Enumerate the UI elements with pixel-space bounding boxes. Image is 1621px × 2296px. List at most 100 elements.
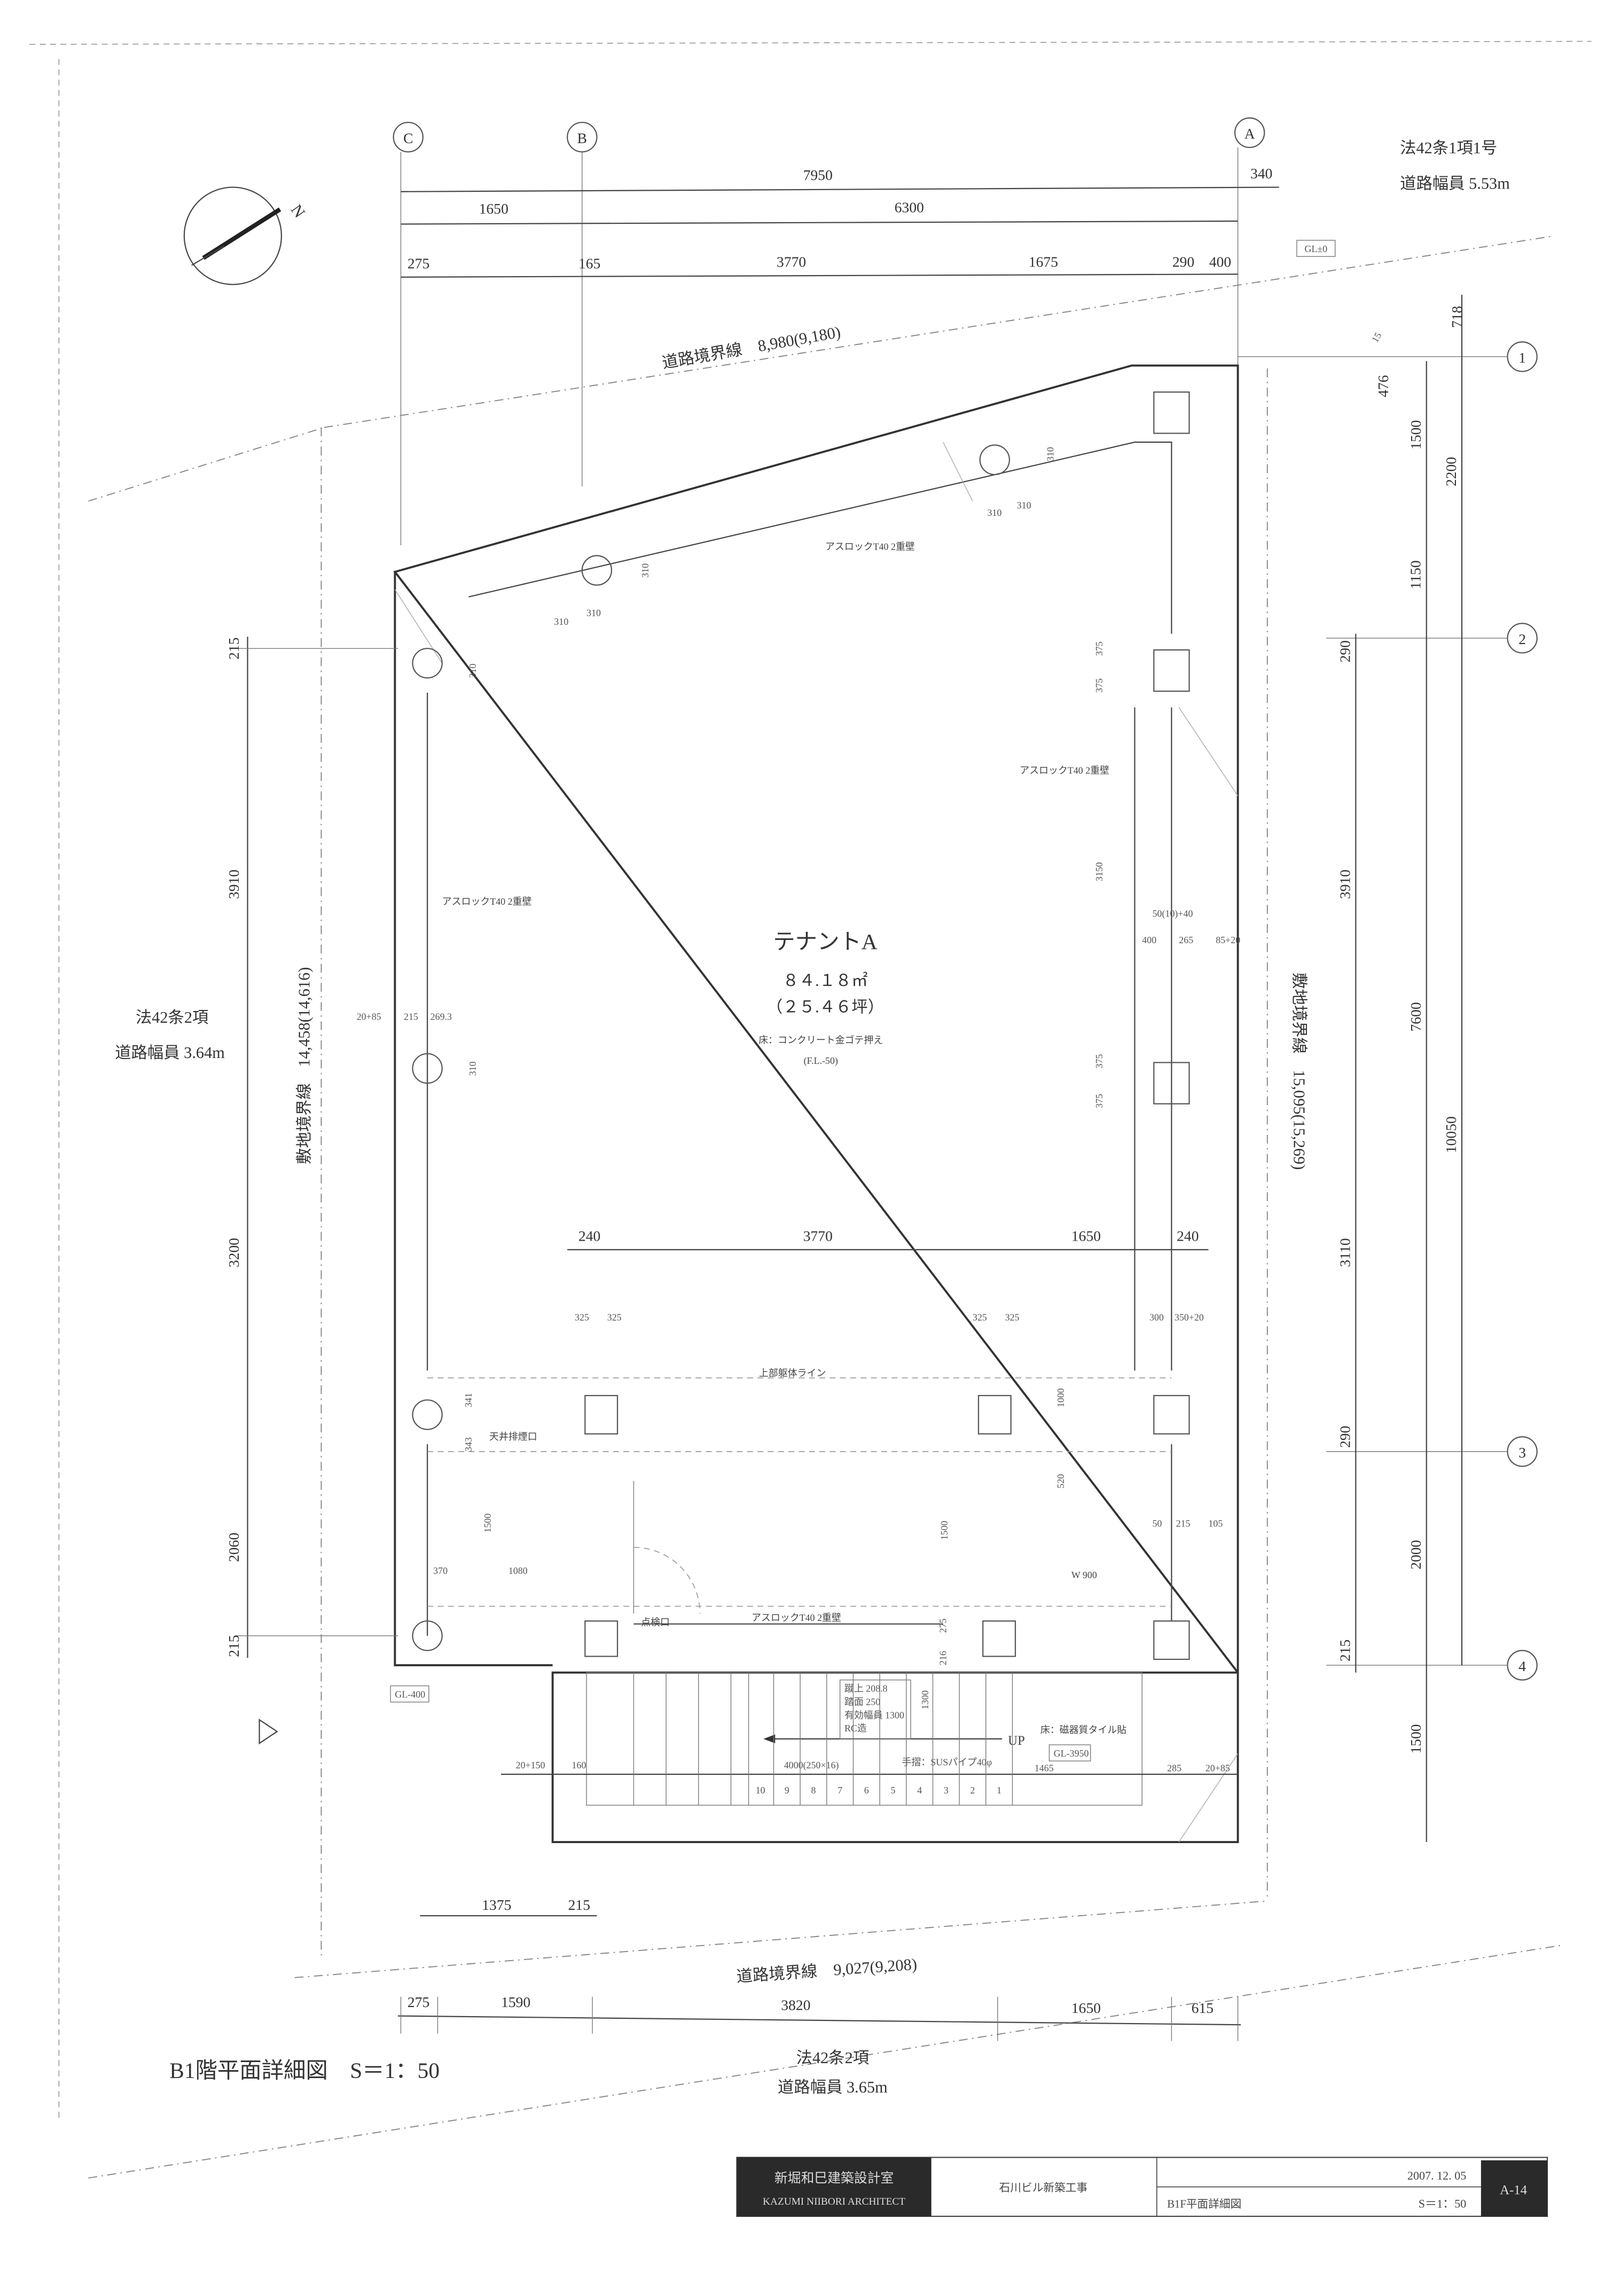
svg-text:3: 3 [944, 1785, 949, 1796]
svg-text:20+85: 20+85 [1205, 1763, 1230, 1774]
dimensions-top: 7950 340 1650 6300 275 165 3770 1675 290… [401, 165, 1279, 278]
svg-text:50: 50 [1153, 1518, 1162, 1529]
dimensions-bottom: 1375 215 275 1590 3820 1650 615 [397, 1897, 1241, 2041]
svg-text:6: 6 [864, 1785, 869, 1796]
svg-text:3: 3 [1518, 1444, 1526, 1461]
svg-text:615: 615 [1192, 2000, 1213, 2016]
svg-text:3110: 3110 [1336, 1238, 1353, 1267]
dimensions-mid: 240 3770 1650 240 [567, 1227, 1209, 1250]
svg-text:3820: 3820 [781, 1997, 810, 2013]
svg-text:165: 165 [578, 255, 600, 271]
dimensions-detail: 310 310 310 310 310 310 310 310 375 375 … [357, 447, 1240, 1775]
grid-columns: C B A [393, 117, 1265, 546]
svg-text:50(10)+40: 50(10)+40 [1153, 908, 1193, 919]
svg-text:1675: 1675 [1029, 254, 1058, 270]
road-width-top: 道路幅員 5.53m [1400, 174, 1510, 192]
svg-text:10050: 10050 [1443, 1116, 1459, 1153]
svg-text:265: 265 [1179, 935, 1193, 945]
svg-text:5: 5 [891, 1785, 896, 1796]
svg-text:375: 375 [1094, 1094, 1105, 1108]
grid-label-a: A [1244, 126, 1255, 142]
svg-text:341: 341 [463, 1393, 474, 1407]
svg-text:1375: 1375 [482, 1897, 511, 1913]
svg-text:216: 216 [937, 1651, 948, 1665]
room-area: ８４.１８㎡ [782, 971, 867, 990]
svg-text:1000: 1000 [1055, 1388, 1066, 1407]
svg-text:285: 285 [1167, 1763, 1181, 1774]
svg-text:3910: 3910 [225, 869, 242, 899]
svg-text:105: 105 [1208, 1518, 1223, 1529]
svg-text:2: 2 [1518, 631, 1526, 647]
room-area-tsubo: （２５.４６坪） [766, 998, 884, 1016]
svg-text:240: 240 [1177, 1227, 1199, 1244]
svg-text:400: 400 [1142, 935, 1156, 945]
svg-text:6300: 6300 [895, 199, 924, 215]
columns [412, 391, 1190, 1660]
svg-text:325: 325 [607, 1312, 622, 1322]
svg-text:3910: 3910 [1336, 869, 1353, 899]
svg-text:1465: 1465 [1035, 1763, 1054, 1774]
svg-text:718: 718 [1448, 306, 1465, 328]
svg-text:4000(250×16): 4000(250×16) [784, 1760, 839, 1771]
svg-text:400: 400 [1209, 254, 1231, 270]
svg-text:325: 325 [1005, 1312, 1020, 1322]
svg-text:8: 8 [811, 1785, 816, 1796]
svg-text:2: 2 [970, 1785, 975, 1796]
svg-text:1500: 1500 [1407, 420, 1424, 450]
svg-text:4: 4 [917, 1785, 922, 1796]
project-name: 石川ビル新築工事 [999, 2182, 1088, 2194]
svg-text:蹴上 208.8: 蹴上 208.8 [844, 1683, 888, 1694]
svg-text:310: 310 [467, 1061, 478, 1076]
svg-text:160: 160 [572, 1760, 586, 1770]
svg-text:2000: 2000 [1407, 1540, 1424, 1569]
svg-text:290: 290 [1336, 1426, 1353, 1448]
svg-text:215: 215 [1336, 1640, 1353, 1662]
svg-text:340: 340 [1250, 165, 1272, 182]
wall-spec-label: アスロックT40 2重壁 [1020, 765, 1109, 776]
svg-text:4: 4 [1518, 1658, 1526, 1674]
wall-spec-label: アスロックT40 2重壁 [442, 896, 532, 907]
svg-text:375: 375 [1094, 641, 1105, 656]
svg-text:310: 310 [467, 663, 478, 678]
road-boundary-top [324, 235, 1555, 428]
svg-text:道路幅員 3.64m: 道路幅員 3.64m [115, 1044, 225, 1062]
svg-text:2200: 2200 [1443, 457, 1459, 486]
svg-text:床：磁器質タイル貼: 床：磁器質タイル貼 [1040, 1725, 1126, 1735]
sheet-title: B1F平面詳細図 [1167, 2198, 1241, 2210]
svg-text:1650: 1650 [479, 200, 508, 217]
svg-text:1650: 1650 [1071, 2000, 1101, 2016]
inspection-hatch-label: 点検口 [641, 1617, 670, 1627]
wall-spec-label: アスロックT40 2重壁 [825, 541, 915, 552]
svg-text:325: 325 [973, 1312, 987, 1322]
svg-text:85+20: 85+20 [1216, 935, 1240, 945]
svg-text:1: 1 [1518, 349, 1526, 366]
svg-text:1500: 1500 [482, 1514, 493, 1533]
svg-text:踏面 250: 踏面 250 [844, 1696, 880, 1707]
stair-up-label: UP [1008, 1734, 1025, 1748]
svg-text:275: 275 [408, 1994, 429, 2010]
svg-text:手摺：SUSパイプ40φ: 手摺：SUSパイプ40φ [902, 1757, 992, 1768]
svg-text:215: 215 [225, 1635, 242, 1657]
grid-rows: 1 2 3 4 [1238, 341, 1538, 1681]
svg-text:325: 325 [575, 1312, 589, 1322]
svg-text:215: 215 [1176, 1518, 1191, 1529]
stair-steps: 10 9 8 7 6 5 4 3 2 1 [633, 1672, 1013, 1806]
sheet-scale: S＝1：50 [1419, 2197, 1467, 2210]
building-walls [393, 364, 1239, 1843]
svg-text:1300: 1300 [920, 1690, 930, 1710]
grid-label-b: B [577, 130, 587, 146]
room-tenant-a: テナントA ８４.１８㎡ （２５.４６坪） 床：コンクリート金ゴテ押え (F.L… [758, 929, 884, 1067]
svg-text:290: 290 [1336, 640, 1353, 662]
svg-text:350+20: 350+20 [1174, 1312, 1204, 1322]
svg-text:3200: 3200 [225, 1238, 242, 1267]
svg-text:道路幅員 3.65m: 道路幅員 3.65m [778, 2078, 888, 2096]
dimensions-right: 718 476 15 1500 2200 1150 290 3910 7600 … [1336, 294, 1465, 1843]
svg-text:7950: 7950 [803, 167, 833, 183]
grid-label-c: C [403, 130, 413, 146]
svg-text:275: 275 [937, 1618, 948, 1633]
road-law-top: 法42条1項1号 [1400, 139, 1497, 157]
svg-text:法42条2項: 法42条2項 [796, 2049, 870, 2067]
svg-text:有効幅員 1300: 有効幅員 1300 [844, 1710, 904, 1720]
wall-spec-label: アスロックT40 2重壁 [751, 1612, 841, 1623]
